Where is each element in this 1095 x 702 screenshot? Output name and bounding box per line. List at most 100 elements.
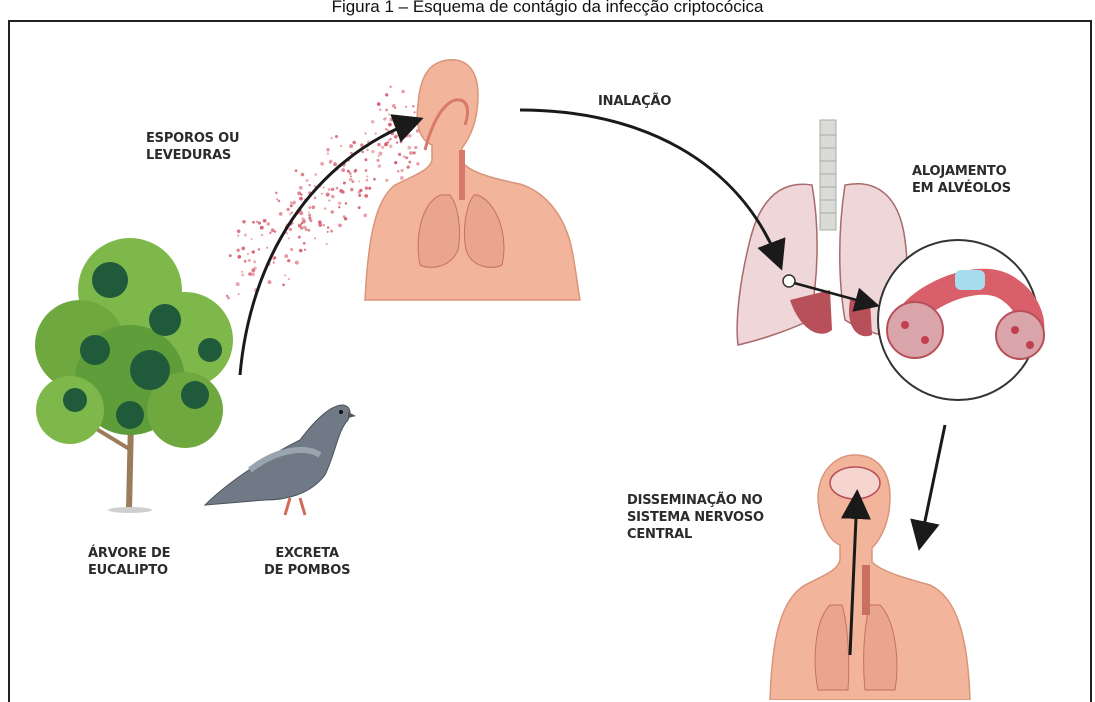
spore-dot xyxy=(308,217,311,220)
spore-dot xyxy=(287,259,290,262)
spore-dot xyxy=(307,229,310,232)
spore-dot xyxy=(385,128,387,130)
spore-dot xyxy=(311,205,315,209)
eucalyptus-tree xyxy=(35,238,233,513)
spore-dot xyxy=(282,284,285,287)
spore-dot xyxy=(373,178,376,181)
spore-dot xyxy=(330,210,334,214)
spore-dot xyxy=(327,231,329,233)
spore-dot xyxy=(341,168,345,172)
spore-dot xyxy=(273,261,275,263)
spore-dot xyxy=(385,93,388,96)
spore-dot xyxy=(414,146,417,149)
spore-dot xyxy=(299,186,303,190)
spore-dot xyxy=(301,173,305,177)
spore-dot xyxy=(237,249,240,252)
label-dissemination-line3: CENTRAL xyxy=(627,526,764,543)
spore-dot xyxy=(242,220,245,223)
label-dissemination-line2: SISTEMA NERVOSO xyxy=(627,509,764,526)
spore-dot xyxy=(237,234,239,236)
spore-dot xyxy=(366,149,368,151)
spore-dot xyxy=(350,175,352,177)
spore-dot xyxy=(330,160,333,163)
spore-dot xyxy=(301,217,305,221)
spore-dot xyxy=(290,204,293,207)
spore-dot xyxy=(276,198,278,200)
spore-dot xyxy=(389,86,391,88)
spore-dot xyxy=(314,237,316,239)
spore-dot xyxy=(258,248,260,250)
spore-dot xyxy=(338,206,340,208)
spore-dot xyxy=(278,200,280,202)
spore-dot xyxy=(349,172,352,175)
spore-dot xyxy=(267,222,270,225)
spore-dot xyxy=(413,151,416,154)
spore-dot xyxy=(330,230,333,233)
spore-dot xyxy=(409,151,413,155)
spore-dot xyxy=(241,271,243,273)
spore-dot xyxy=(400,176,404,180)
spore-dot xyxy=(258,222,261,225)
spore-dot xyxy=(284,254,288,258)
spore-dot xyxy=(241,274,244,277)
spore-dot xyxy=(298,224,302,228)
spore-dot xyxy=(286,208,289,211)
spore-dot xyxy=(326,193,330,197)
spore-dot xyxy=(400,121,403,124)
spore-dot xyxy=(408,161,411,164)
spore-dot xyxy=(335,135,338,138)
spore-dot xyxy=(398,153,401,156)
spore-dot xyxy=(405,106,407,108)
spore-dot xyxy=(408,134,412,138)
spore-dot xyxy=(244,234,247,237)
spore-dot xyxy=(290,201,292,203)
spore-dot xyxy=(236,282,240,286)
spore-dot xyxy=(416,162,419,165)
spore-dot xyxy=(358,190,361,193)
spore-dot xyxy=(371,120,375,124)
spore-dot xyxy=(323,224,325,226)
spore-dot xyxy=(338,201,342,205)
label-tree: ÁRVORE DE EUCALIPTO xyxy=(88,545,170,579)
spore-dot xyxy=(229,254,232,257)
spore-dot xyxy=(364,194,368,198)
spore-dot xyxy=(314,196,317,199)
spore-dot xyxy=(388,123,392,127)
label-spores-line2: LEVEDURAS xyxy=(146,147,239,164)
pigeon xyxy=(205,405,356,515)
label-droppings-line2: DE POMBOS xyxy=(264,562,350,579)
label-lodging-line2: EM ALVÉOLOS xyxy=(912,180,1011,197)
spore-dot xyxy=(318,223,322,227)
label-dissemination: DISSEMINAÇÃO NO SISTEMA NERVOSO CENTRAL xyxy=(627,492,764,543)
spore-dot xyxy=(392,104,396,108)
spore-dot xyxy=(303,242,306,245)
spore-dot xyxy=(395,134,398,137)
spore-dot xyxy=(309,184,311,186)
spore-dot xyxy=(300,249,303,252)
spore-dot xyxy=(328,188,331,191)
spore-dot xyxy=(358,194,361,197)
spore-dot xyxy=(389,145,392,148)
spore-dot xyxy=(304,249,306,251)
spore-dot xyxy=(288,278,290,280)
label-droppings: EXCRETA DE POMBOS xyxy=(264,545,350,579)
spore-dot xyxy=(248,259,251,262)
spore-dot xyxy=(301,222,304,225)
spore-dot xyxy=(358,206,361,209)
label-droppings-line1: EXCRETA xyxy=(264,545,350,562)
spore-dot xyxy=(252,251,255,254)
spore-dot xyxy=(308,211,310,213)
label-inhalation: INALAÇÃO xyxy=(598,93,671,110)
spore-dot xyxy=(407,146,411,150)
spore-dot xyxy=(323,186,325,188)
spore-dot xyxy=(371,150,374,153)
spore-dot xyxy=(403,155,406,158)
spore-dot xyxy=(263,219,267,223)
spore-dot xyxy=(363,214,367,218)
spore-dot xyxy=(274,230,276,232)
spore-dot xyxy=(338,224,342,228)
spore-dot xyxy=(412,123,415,126)
spore-dot xyxy=(390,138,392,140)
spore-dot xyxy=(405,157,407,159)
spore-dot xyxy=(368,187,371,190)
